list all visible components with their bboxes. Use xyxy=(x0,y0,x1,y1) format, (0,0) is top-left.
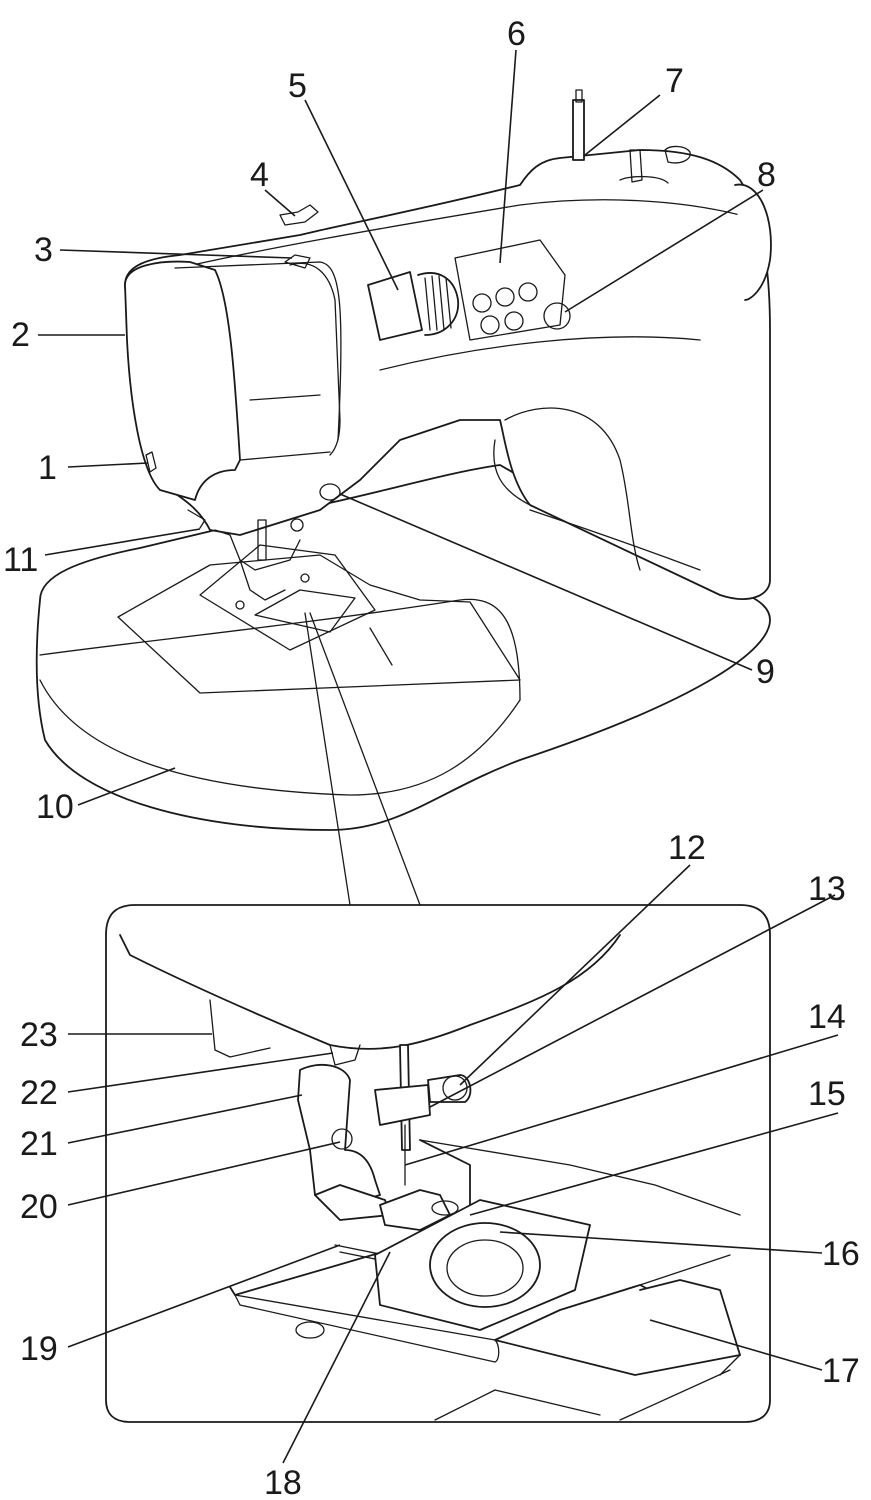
callout-17: 17 xyxy=(822,1352,860,1390)
callout-9: 9 xyxy=(756,653,775,691)
callout-12: 12 xyxy=(668,829,706,867)
detail-inset xyxy=(105,904,771,1423)
callout-14: 14 xyxy=(808,998,846,1036)
callout-10: 10 xyxy=(36,788,74,826)
callout-11: 11 xyxy=(3,541,38,579)
callout-15: 15 xyxy=(808,1075,846,1113)
callout-2: 2 xyxy=(11,316,30,354)
callout-18: 18 xyxy=(264,1464,302,1500)
callout-21: 21 xyxy=(20,1125,58,1163)
leader-lines xyxy=(38,49,839,1464)
sewing-machine-drawing xyxy=(35,89,772,906)
callout-22: 22 xyxy=(20,1074,58,1112)
callout-23: 23 xyxy=(20,1016,58,1054)
callout-4: 4 xyxy=(250,156,269,194)
callout-6: 6 xyxy=(507,15,526,53)
callout-3: 3 xyxy=(34,231,53,269)
callout-16: 16 xyxy=(822,1235,860,1273)
callout-5: 5 xyxy=(288,67,307,105)
callout-1: 1 xyxy=(38,449,57,487)
callout-labels: 1 2 3 4 5 6 7 8 9 10 11 12 13 14 15 16 1… xyxy=(3,15,860,1500)
callout-8: 8 xyxy=(757,156,776,194)
callout-13: 13 xyxy=(808,870,846,908)
callout-19: 19 xyxy=(20,1330,58,1368)
callout-7: 7 xyxy=(665,62,684,100)
callout-20: 20 xyxy=(20,1188,58,1226)
